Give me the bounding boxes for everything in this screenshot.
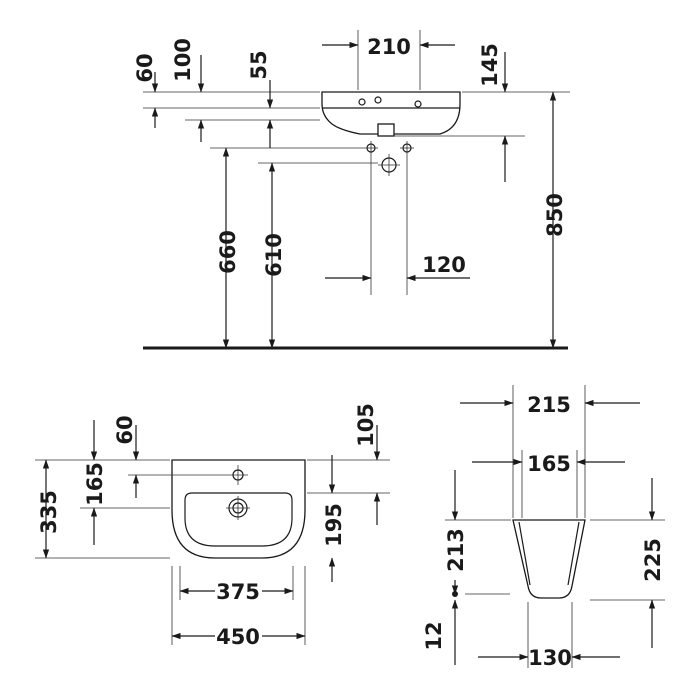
pedestal-inner-line-right — [567, 521, 580, 586]
dim-side-100: 100 — [171, 38, 195, 82]
dim-side-610: 610 — [262, 233, 286, 277]
bowl-outline-top — [184, 492, 293, 547]
dim-ped-12-dot — [452, 591, 458, 597]
pedestal-outline — [512, 519, 586, 599]
top-view: 60 165 335 105 195 375 450 — [35, 403, 390, 649]
dim-side-660: 660 — [216, 230, 240, 274]
dim-ped-213: 213 — [444, 528, 468, 572]
dim-ped-12: 12 — [422, 621, 446, 650]
tap-hole-b — [374, 96, 382, 104]
dim-side-850: 850 — [543, 193, 567, 237]
side-view: 60 100 55 210 145 660 610 120 850 — [133, 30, 570, 350]
dim-ped-130: 130 — [528, 646, 572, 670]
dim-ped-215: 215 — [527, 393, 571, 417]
dim-top-165: 165 — [83, 462, 107, 506]
dim-ped-225: 225 — [641, 538, 665, 582]
dim-side-120: 120 — [422, 253, 466, 277]
dim-side-145: 145 — [478, 43, 502, 87]
pedestal-inner-line — [518, 521, 531, 586]
tap-hole-a — [358, 98, 366, 106]
dim-top-450: 450 — [216, 625, 260, 649]
dim-side-210: 210 — [367, 35, 411, 59]
tap-hole-c — [414, 100, 422, 108]
dim-top-375: 375 — [216, 580, 260, 604]
dim-side-55: 55 — [247, 50, 271, 79]
dim-top-60: 60 — [113, 415, 137, 444]
dim-top-105: 105 — [354, 403, 378, 447]
basin-profile — [321, 91, 461, 135]
dim-side-60: 60 — [133, 53, 157, 82]
dim-ped-165: 165 — [527, 452, 571, 476]
dim-top-335: 335 — [37, 490, 61, 534]
waste-outlet — [377, 123, 395, 137]
pedestal-view: 215 165 213 12 225 130 — [422, 385, 665, 670]
dim-top-195: 195 — [322, 503, 346, 547]
basin-outline-top — [171, 459, 306, 559]
